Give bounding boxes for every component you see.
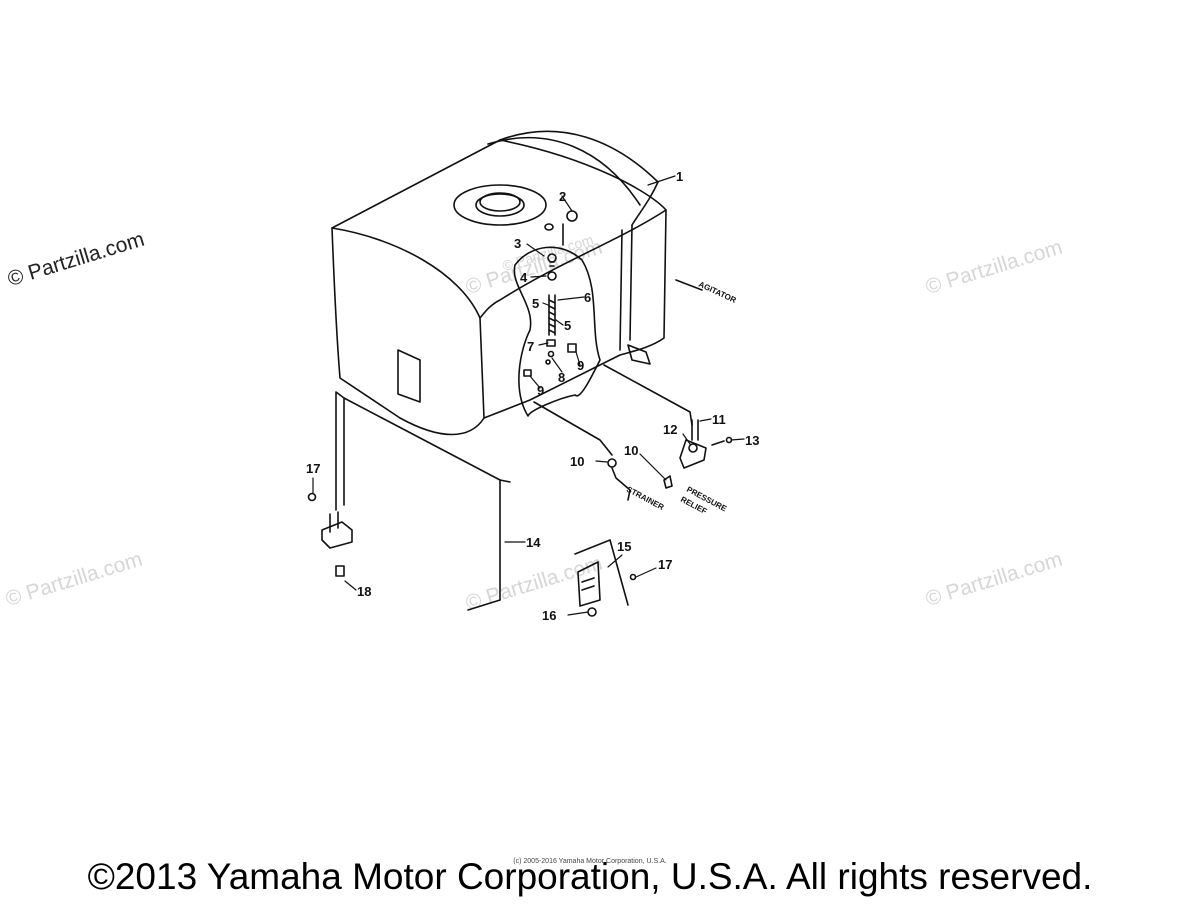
callout-17-right: 17 <box>658 557 672 572</box>
frame-bracket <box>307 391 637 617</box>
plumbing-fittings <box>533 279 733 501</box>
callout-15: 15 <box>617 539 631 554</box>
cutaway-window <box>513 210 601 417</box>
callout-10-left: 10 <box>570 454 584 469</box>
callout-8: 8 <box>558 370 565 385</box>
copyright-notice: ©2013 Yamaha Motor Corporation, U.S.A. A… <box>87 856 1093 897</box>
callout-5-lower: 5 <box>564 318 571 333</box>
callout-17-left: 17 <box>306 461 320 476</box>
part-tags: AGITATOR STRAINER PRESSURE RELIEF <box>625 280 738 517</box>
callout-6: 6 <box>584 290 591 305</box>
callout-9-left: 9 <box>537 383 544 398</box>
callout-14: 14 <box>526 535 541 550</box>
callout-4: 4 <box>520 270 528 285</box>
callout-10-right: 10 <box>624 443 638 458</box>
fine-print-notice: (c) 2005-2016 Yamaha Motor Corporation, … <box>513 858 667 865</box>
callout-11: 11 <box>712 412 726 427</box>
callout-18: 18 <box>357 584 371 599</box>
tag-strainer: STRAINER <box>625 485 666 512</box>
callout-16: 16 <box>542 608 556 623</box>
callout-9-right: 9 <box>577 358 584 373</box>
tag-agitator: AGITATOR <box>697 280 738 305</box>
callout-3: 3 <box>514 236 521 251</box>
callout-1: 1 <box>676 169 683 184</box>
callout-13: 13 <box>745 433 759 448</box>
callout-2: 2 <box>559 189 566 204</box>
tank-body <box>331 130 667 436</box>
callout-numbers: 1 2 3 4 5 5 6 7 8 9 9 10 10 11 12 13 14 … <box>306 169 759 623</box>
callout-5-upper: 5 <box>532 296 539 311</box>
callout-7: 7 <box>527 339 534 354</box>
callout-12: 12 <box>663 422 677 437</box>
leader-lines <box>312 175 745 616</box>
